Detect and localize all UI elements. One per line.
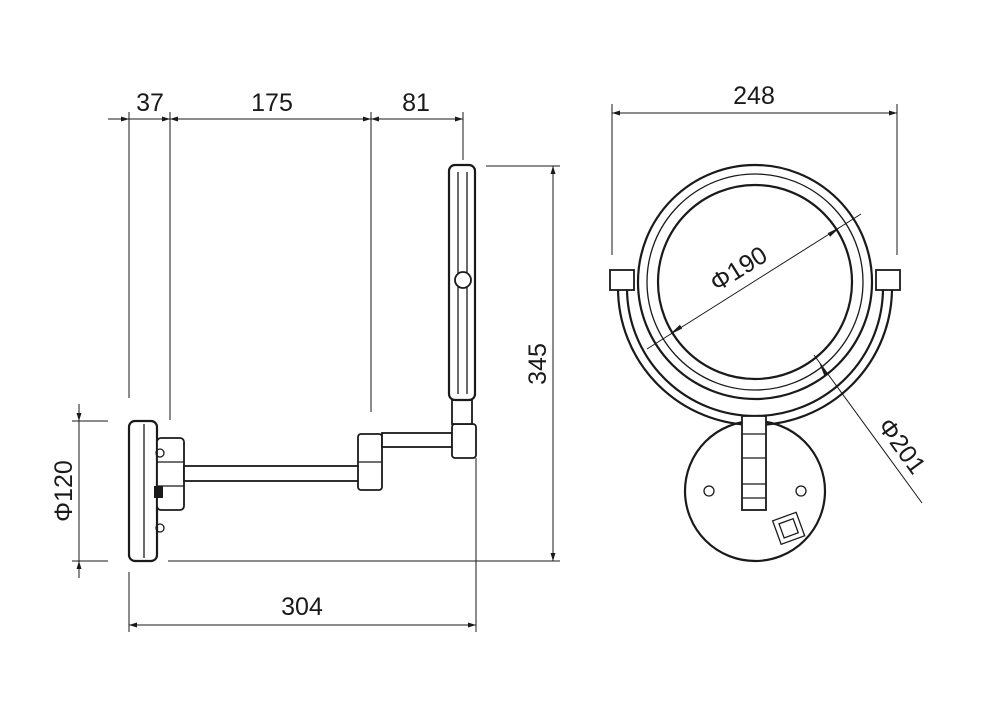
mirror-frame-outer — [636, 163, 874, 401]
arrow-icon — [550, 553, 556, 561]
leader-line-frame — [813, 354, 923, 504]
screw-icon — [155, 523, 165, 533]
front-stem — [741, 415, 767, 511]
arrow-icon — [170, 116, 178, 122]
head-hinge — [451, 423, 477, 459]
side-view: 37 175 81 345 Φ120 304 — [50, 89, 560, 632]
extension-arm — [183, 465, 361, 482]
switch-button-icon — [771, 511, 806, 546]
mirror-frame-inner — [646, 173, 864, 391]
mirror-head-side — [447, 163, 477, 402]
arrow-icon — [889, 110, 897, 116]
switch-button-inner — [778, 517, 800, 539]
dim-label-glass-diameter: Φ190 — [705, 241, 772, 297]
arrow-icon — [121, 116, 129, 122]
mirror-glass — [656, 183, 854, 381]
front-view: 248 Φ190 Φ201 — [609, 82, 931, 563]
screw-icon — [155, 448, 165, 458]
arrow-icon — [76, 413, 82, 421]
arrow-icon — [455, 116, 463, 122]
arrow-icon — [162, 116, 170, 122]
arrow-icon — [371, 116, 379, 122]
pivot-knob-icon — [454, 271, 472, 289]
dim-label-wall-offset: 37 — [136, 89, 164, 117]
arrow-icon — [669, 324, 683, 335]
arrow-icon — [550, 166, 556, 174]
leader-line-glass — [646, 213, 862, 350]
mount-hole-icon — [795, 485, 807, 497]
arrow-icon — [468, 622, 476, 628]
arrow-icon — [76, 561, 82, 569]
dim-label-total-depth: 304 — [281, 593, 323, 621]
head-stem — [451, 399, 473, 425]
upper-arm — [381, 432, 453, 448]
dim-label-plate-diameter: Φ120 — [50, 460, 78, 522]
yoke-end-left — [609, 269, 635, 291]
switch-knob — [154, 486, 163, 498]
dim-label-head-offset: 81 — [402, 89, 430, 117]
yoke-end-right — [875, 269, 901, 291]
arrow-icon — [612, 110, 620, 116]
arrow-icon — [129, 622, 137, 628]
wall-plate — [127, 419, 159, 563]
yoke-outer — [616, 287, 894, 427]
arrow-icon — [819, 362, 828, 376]
dim-label-height: 345 — [524, 343, 552, 385]
dim-label-width: 248 — [733, 82, 775, 110]
dim-label-arm-length: 175 — [251, 89, 293, 117]
mount-hole-icon — [703, 485, 715, 497]
arrow-icon — [827, 226, 841, 237]
arrow-icon — [363, 116, 371, 122]
